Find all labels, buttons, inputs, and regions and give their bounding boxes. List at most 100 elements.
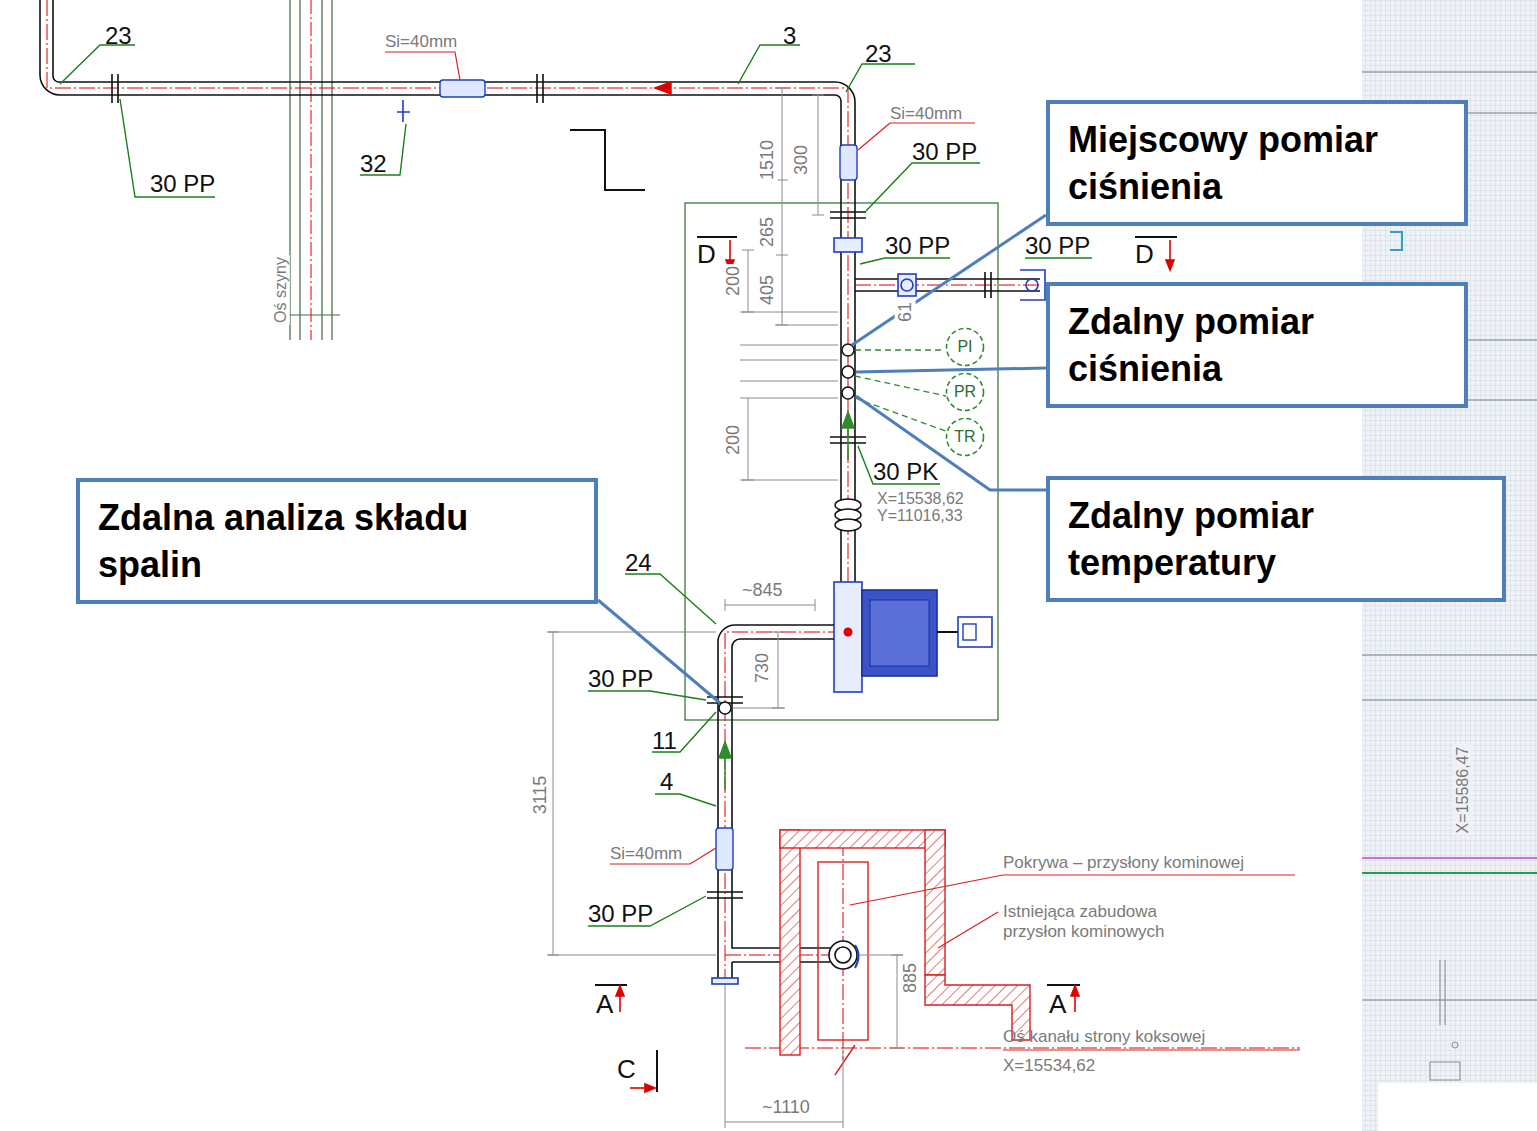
- insulation-section: [716, 828, 733, 870]
- dimension: 405: [757, 273, 778, 307]
- pipe: [40, 0, 1040, 980]
- damper-housing: [780, 830, 1030, 1075]
- instrument-tag: PR: [945, 372, 985, 412]
- rail: [311, 0, 312, 340]
- section-letter: A: [1049, 990, 1066, 1020]
- pump: [834, 582, 862, 692]
- note-leader: [850, 875, 1295, 905]
- label-leader: [588, 691, 706, 700]
- flange: [537, 74, 543, 103]
- part-number: 11: [652, 727, 677, 755]
- callout-box: Zdalny pomiar temperatury: [1046, 476, 1506, 602]
- dimension: 3115: [530, 774, 551, 817]
- damper-housing: [925, 830, 945, 975]
- measuring-point: [719, 702, 731, 714]
- dimension-line: [860, 955, 903, 1048]
- valve: [712, 978, 738, 984]
- valve: [1020, 270, 1045, 300]
- bellows: [835, 499, 861, 531]
- damper: [855, 945, 859, 968]
- label-leader: [120, 99, 215, 197]
- pump: [844, 628, 853, 637]
- insulation-section: [840, 145, 857, 180]
- label-leader: [846, 64, 915, 92]
- note: Oś kanału strony koksowej: [1003, 1027, 1205, 1047]
- valve: [834, 238, 862, 252]
- flange: [707, 892, 743, 898]
- section-arrow: [1071, 986, 1079, 996]
- side-strip: [1390, 232, 1402, 250]
- flange: [985, 272, 991, 298]
- instrument-circle: PR: [945, 372, 985, 412]
- dimension: ~845: [742, 580, 783, 601]
- part-number: 3: [783, 22, 796, 50]
- coordinate: X=15586,47: [1454, 745, 1472, 836]
- section-arrow: [1169, 240, 1171, 262]
- section-mark: [605, 155, 645, 190]
- label-leader: [738, 45, 800, 84]
- pump: [937, 631, 958, 633]
- section-mark: [697, 236, 737, 238]
- dimension-line: [776, 88, 788, 325]
- valve: [901, 279, 913, 291]
- part-number: 30 PP: [885, 232, 950, 260]
- insulation-note: Si=40mm: [890, 104, 962, 124]
- insulation-section: [440, 80, 857, 870]
- flange: [830, 212, 866, 218]
- insulation-section: [440, 80, 485, 97]
- side-strip: [1378, 1083, 1537, 1131]
- flow-arrow: [842, 412, 854, 428]
- callout-text: Miejscowy pomiar ciśnienia: [1068, 116, 1446, 210]
- flow-arrow: [655, 82, 854, 790]
- side-strip: [1362, 857, 1537, 859]
- dimension-line: [740, 398, 838, 480]
- pipe-centerline: [47, 0, 848, 600]
- instrument-tag: TR: [945, 417, 985, 457]
- part-number: 4: [660, 768, 673, 796]
- note-leader: [1003, 1049, 1300, 1050]
- damper-housing: [780, 830, 945, 848]
- section-arrow: [616, 986, 624, 996]
- section-mark: [595, 984, 627, 986]
- damper-housing: [835, 1045, 855, 1075]
- note: Pokrywa – przysłony kominowej: [1003, 853, 1244, 873]
- pipe: [40, 0, 841, 500]
- part-number: 32: [360, 150, 387, 178]
- dimension: 200: [723, 423, 744, 457]
- dimension-line: [733, 632, 785, 708]
- dimension-line: [740, 312, 838, 398]
- pipe: [53, 0, 855, 500]
- part-number: 30 PP: [588, 900, 653, 928]
- damper: [829, 941, 857, 969]
- label-leader: [60, 45, 135, 84]
- dimension: 265: [757, 215, 778, 249]
- section-mark: [570, 130, 1177, 1092]
- flow-arrow: [719, 742, 731, 758]
- instrument-line: [855, 350, 948, 432]
- instrument-circle: PI: [945, 327, 985, 367]
- measuring-point: [842, 387, 854, 399]
- instrument-circle: TR: [945, 417, 985, 457]
- section-arrow: [1166, 260, 1174, 270]
- valve: [898, 274, 916, 296]
- coordinate: Y=11016,33: [877, 507, 963, 525]
- side-strip: [1440, 960, 1445, 1025]
- note-leader: [938, 912, 998, 948]
- section-mark: [1135, 236, 1177, 238]
- side-strip: [1430, 1062, 1460, 1080]
- flange: [112, 74, 118, 103]
- coordinate: X=15538,62: [877, 490, 964, 508]
- label-leader: [60, 45, 1092, 926]
- pipe: [841, 527, 855, 582]
- rail: [290, 0, 332, 340]
- dimension: 61: [895, 300, 916, 324]
- dimension: 730: [752, 651, 773, 685]
- section-arrow: [729, 240, 731, 262]
- label-leader: [866, 163, 980, 211]
- dimension: 1510: [757, 138, 778, 182]
- pump: [862, 590, 937, 676]
- flow-arrow: [847, 428, 849, 460]
- label-leader: [625, 574, 716, 624]
- label-leader: [655, 794, 716, 806]
- dimension: 300: [791, 143, 812, 177]
